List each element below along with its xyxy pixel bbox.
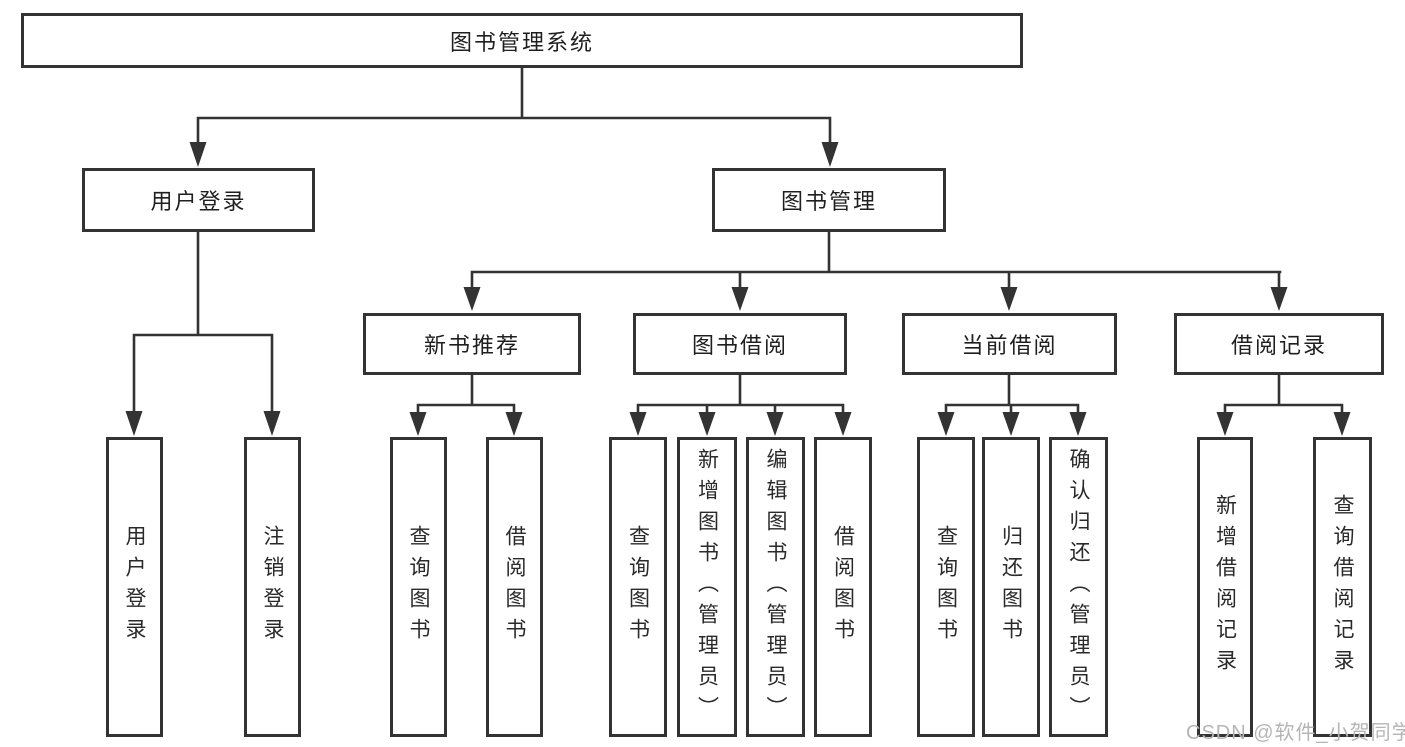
node-current-borrow: 当前借阅 [902, 313, 1117, 375]
leaf-edit-books-admin-label: 编辑图书（管理员） [764, 447, 787, 727]
arrowhead-icons [125, 142, 1351, 436]
leaf-edit-books-admin: 编辑图书（管理员） [746, 437, 805, 737]
connector-paths [132, 66, 1344, 416]
leaf-borrow-books-recommend: 借阅图书 [486, 437, 543, 737]
node-user-login-label: 用户登录 [150, 189, 247, 214]
leaf-query-books-recommend: 查询图书 [390, 437, 447, 737]
leaf-confirm-return-admin-label: 确认归还（管理员） [1067, 447, 1090, 727]
leaf-query-books-borrow: 查询图书 [609, 437, 667, 737]
csdn-watermark: CSDN @软件_小贺同学 [1186, 722, 1405, 744]
leaf-query-books-borrow-label: 查询图书 [626, 525, 650, 649]
node-root-label: 图书管理系统 [449, 29, 594, 55]
node-book-management: 图书管理 [712, 168, 946, 232]
node-root-system: 图书管理系统 [21, 13, 1023, 68]
leaf-user-login: 用户登录 [106, 437, 163, 737]
leaf-add-books-admin-label: 新增图书（管理员） [695, 447, 719, 727]
node-book-borrow-label: 图书借阅 [691, 333, 788, 358]
node-user-login: 用户登录 [82, 168, 315, 232]
leaf-return-books-label: 归还图书 [999, 525, 1023, 649]
leaf-add-borrow-record-label: 新增借阅记录 [1213, 494, 1237, 680]
leaf-query-books-recommend-label: 查询图书 [407, 525, 430, 649]
leaf-logout: 注销登录 [244, 437, 301, 737]
leaf-confirm-return-admin: 确认归还（管理员） [1049, 437, 1108, 737]
node-current-borrow-label: 当前借阅 [961, 333, 1058, 358]
node-new-book-recommend: 新书推荐 [363, 313, 581, 375]
leaf-borrow-books: 借阅图书 [814, 437, 872, 737]
leaf-query-borrow-record: 查询借阅记录 [1313, 437, 1372, 737]
leaf-query-borrow-record-label: 查询借阅记录 [1331, 494, 1354, 680]
node-borrow-records: 借阅记录 [1174, 313, 1384, 375]
leaf-query-books-current: 查询图书 [917, 437, 975, 737]
leaf-return-books: 归还图书 [982, 437, 1040, 737]
leaf-borrow-books-label: 借阅图书 [831, 525, 855, 649]
leaf-logout-label: 注销登录 [261, 525, 284, 649]
leaf-add-books-admin: 新增图书（管理员） [677, 437, 737, 737]
node-new-book-recommend-label: 新书推荐 [423, 333, 520, 358]
leaf-query-books-current-label: 查询图书 [934, 525, 958, 649]
node-book-management-label: 图书管理 [780, 189, 877, 214]
node-book-borrow: 图书借阅 [633, 313, 847, 375]
node-borrow-records-label: 借阅记录 [1230, 333, 1327, 358]
leaf-borrow-books-recommend-label: 借阅图书 [503, 525, 526, 649]
leaf-add-borrow-record: 新增借阅记录 [1197, 437, 1253, 737]
leaf-user-login-label: 用户登录 [123, 525, 146, 649]
